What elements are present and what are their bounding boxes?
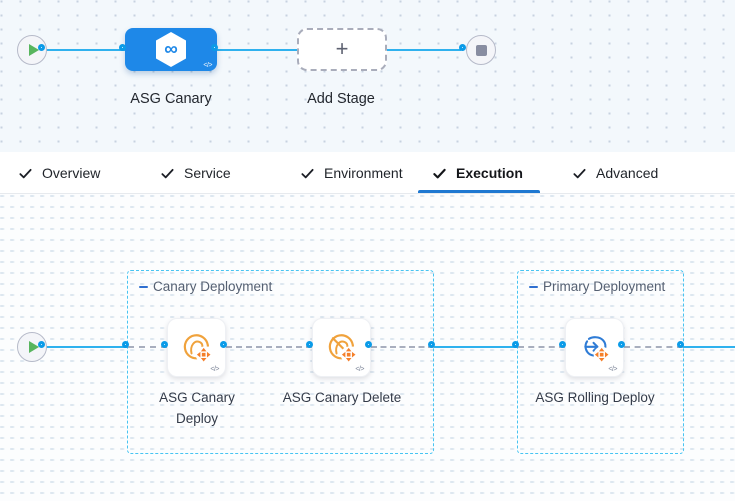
step-asg-rolling-deploy[interactable]: </> bbox=[565, 318, 624, 377]
asg-canary-deploy-icon bbox=[183, 333, 212, 363]
connector-port[interactable] bbox=[618, 341, 625, 348]
check-icon bbox=[433, 168, 446, 178]
check-icon bbox=[19, 168, 32, 178]
connector-port[interactable] bbox=[122, 341, 129, 348]
dashed-connector bbox=[128, 346, 167, 348]
connector-port[interactable] bbox=[559, 341, 566, 348]
connector-port[interactable] bbox=[38, 341, 45, 348]
add-stage-button[interactable]: + bbox=[297, 28, 387, 71]
step-asg-canary-delete[interactable]: </> bbox=[312, 318, 371, 377]
connector-line bbox=[434, 346, 518, 348]
harness-infinity-icon: ∞ bbox=[154, 31, 188, 68]
tab-overview[interactable]: Overview bbox=[18, 152, 100, 194]
connector-port[interactable] bbox=[161, 341, 168, 348]
code-icon[interactable]: </> bbox=[203, 62, 212, 69]
group-title: Primary Deployment bbox=[543, 279, 666, 294]
step-label: ASG Rolling Deploy bbox=[535, 390, 655, 405]
code-icon[interactable]: </> bbox=[355, 366, 364, 373]
tab-execution[interactable]: Execution bbox=[432, 152, 523, 194]
tab-advanced[interactable]: Advanced bbox=[572, 152, 658, 194]
check-icon bbox=[161, 168, 174, 178]
execution-graph-canvas[interactable]: Canary Deployment Primary Deployment </> bbox=[0, 194, 735, 501]
stage-tab-bar: Overview Service Environment Execution A… bbox=[0, 152, 735, 194]
connector-port[interactable] bbox=[428, 341, 435, 348]
connector-port[interactable] bbox=[365, 341, 372, 348]
dashed-connector bbox=[371, 346, 434, 348]
asg-canary-delete-icon bbox=[328, 333, 357, 363]
stage-node-asg-canary[interactable]: ∞ </> bbox=[125, 28, 217, 71]
code-icon[interactable]: </> bbox=[210, 366, 219, 373]
plus-icon: + bbox=[335, 35, 349, 61]
dashed-connector bbox=[518, 346, 565, 348]
connector-line bbox=[683, 346, 735, 348]
dashed-connector bbox=[226, 346, 312, 348]
asg-rolling-deploy-icon bbox=[583, 335, 610, 363]
active-tab-indicator bbox=[418, 190, 540, 193]
tab-service[interactable]: Service bbox=[160, 152, 231, 194]
connector-port[interactable] bbox=[306, 341, 313, 348]
check-icon bbox=[573, 168, 586, 178]
step-group-primary-deployment[interactable]: Primary Deployment bbox=[517, 270, 684, 454]
stage-connector-line bbox=[44, 49, 461, 51]
minus-icon[interactable] bbox=[529, 285, 538, 288]
connector-line bbox=[44, 346, 128, 348]
stop-icon bbox=[475, 44, 487, 56]
connector-port[interactable] bbox=[220, 341, 227, 348]
add-stage-label: Add Stage bbox=[307, 91, 375, 107]
connector-port[interactable] bbox=[512, 341, 519, 348]
step-label: ASG Canary Deploy bbox=[159, 390, 235, 426]
code-icon[interactable]: </> bbox=[608, 366, 617, 373]
group-header: Canary Deployment bbox=[139, 279, 272, 294]
connector-port[interactable] bbox=[211, 44, 218, 51]
step-group-canary-deployment[interactable]: Canary Deployment bbox=[127, 270, 434, 454]
tab-environment[interactable]: Environment bbox=[300, 152, 403, 194]
stage-label: ASG Canary bbox=[130, 91, 212, 107]
pipeline-end-node[interactable] bbox=[466, 35, 496, 65]
check-icon bbox=[301, 168, 314, 178]
step-asg-canary-deploy[interactable]: </> bbox=[167, 318, 226, 377]
group-title: Canary Deployment bbox=[153, 279, 273, 294]
dashed-connector bbox=[624, 346, 683, 348]
connector-port[interactable] bbox=[459, 44, 466, 51]
stage-pipeline-canvas[interactable]: ∞ </> + ASG Canary Add Stage bbox=[0, 0, 735, 152]
play-icon bbox=[28, 341, 39, 353]
connector-port[interactable] bbox=[119, 44, 126, 51]
step-label: ASG Canary Delete bbox=[282, 390, 402, 405]
play-icon bbox=[28, 44, 39, 56]
group-header: Primary Deployment bbox=[529, 279, 665, 294]
connector-port[interactable] bbox=[38, 44, 45, 51]
connector-port[interactable] bbox=[677, 341, 684, 348]
minus-icon[interactable] bbox=[139, 285, 148, 288]
